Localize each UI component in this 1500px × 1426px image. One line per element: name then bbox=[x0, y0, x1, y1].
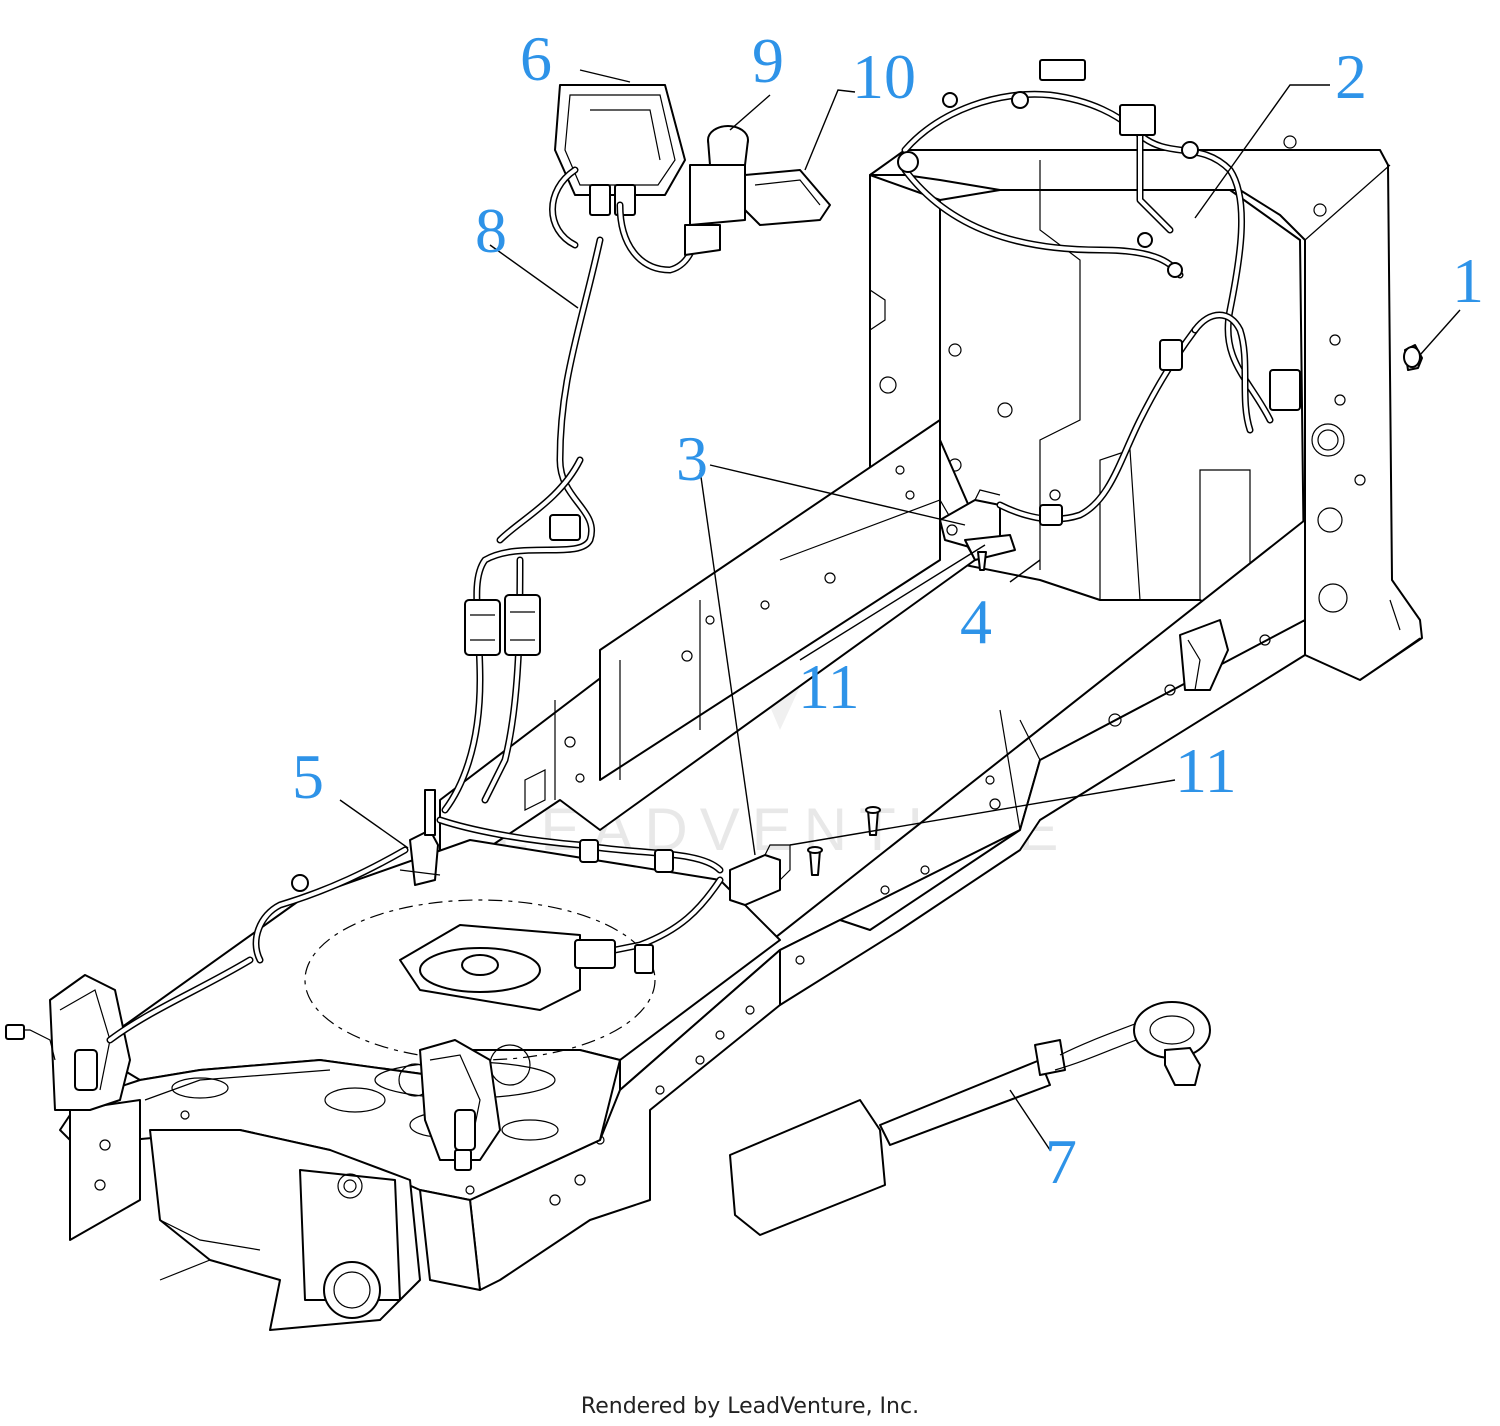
part-7-key bbox=[729, 1001, 1211, 1236]
callout-10: 10 bbox=[852, 41, 916, 112]
callout-11-upper: 11 bbox=[798, 651, 860, 722]
left-front-bracket bbox=[5, 974, 131, 1111]
rear-frame bbox=[869, 135, 1423, 681]
callout-11-lower: 11 bbox=[1175, 735, 1237, 806]
part-11-screws bbox=[807, 551, 987, 876]
right-frame-rail bbox=[469, 519, 1306, 1291]
part-9-connector bbox=[684, 125, 749, 256]
callout-3: 3 bbox=[676, 423, 708, 494]
callout-7: 7 bbox=[1045, 1126, 1077, 1197]
callout-5: 5 bbox=[292, 741, 324, 812]
callout-labels: 1 2 3 4 5 6 7 8 9 10 11 11 bbox=[292, 23, 1484, 1197]
part-6-switch-box bbox=[549, 84, 700, 274]
leader-lines bbox=[339, 69, 1461, 1151]
callout-6: 6 bbox=[520, 23, 552, 94]
right-front-bracket bbox=[419, 1039, 501, 1171]
footer-credit: Rendered by LeadVenture, Inc. bbox=[580, 1394, 920, 1419]
callout-4: 4 bbox=[960, 586, 992, 657]
callout-1: 1 bbox=[1452, 245, 1484, 316]
part-5-switch bbox=[399, 789, 441, 886]
part-10-housing bbox=[744, 169, 831, 226]
callout-9: 9 bbox=[752, 25, 784, 96]
callout-2: 2 bbox=[1335, 41, 1367, 112]
harness-connectors bbox=[291, 59, 1301, 974]
callout-8: 8 bbox=[475, 195, 507, 266]
deck-mount-circle bbox=[304, 899, 656, 1061]
part-1-fastener bbox=[1403, 344, 1423, 371]
